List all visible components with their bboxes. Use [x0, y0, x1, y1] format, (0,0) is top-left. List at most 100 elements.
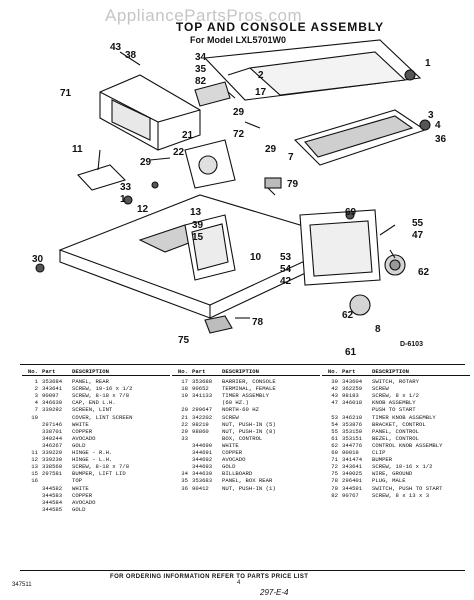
- cell-part: 341474: [342, 456, 363, 464]
- cell-desc: NUT, PUSH-IN (5): [222, 420, 276, 428]
- callout: 82: [195, 76, 207, 87]
- callout: 69: [345, 207, 357, 218]
- cell-desc: SCREW, 10-16 x 1/2: [72, 385, 133, 393]
- ordering-note: FOR ORDERING INFORMATION REFER TO PARTS …: [110, 574, 309, 580]
- cell-desc: AVOCADO: [72, 434, 96, 442]
- cell-no: 11: [31, 449, 38, 457]
- callout: 17: [255, 87, 267, 98]
- cell-part: 338701: [42, 427, 63, 435]
- cell-desc: CLIP: [372, 449, 386, 457]
- cell-part: 344691: [192, 449, 213, 457]
- header-part: Part: [342, 368, 356, 375]
- callout-group: 43 38 34 35 82 71 2 17 1 3 4 36 29 72 29…: [32, 42, 447, 358]
- cell-part: 344585: [42, 505, 63, 513]
- cell-desc: SCREW, 8-18 x 7/8: [72, 463, 130, 471]
- table-row: 42 362259 SCREW: [322, 385, 470, 392]
- cell-no: 15: [31, 470, 38, 478]
- callout: 47: [412, 230, 424, 241]
- cell-desc: COPPER: [72, 491, 93, 499]
- cell-part: [192, 435, 222, 442]
- callout: 7: [288, 152, 294, 163]
- cell-part: 362259: [342, 385, 363, 393]
- cell-no: 7: [34, 406, 38, 414]
- callout: 54: [280, 264, 292, 275]
- cell-part: 98219: [192, 420, 209, 428]
- cell-desc: NUT, PUSH-IN (8): [222, 427, 276, 435]
- cell-no: 12: [31, 456, 38, 464]
- cell-no: [172, 399, 192, 406]
- table-bottom-rule: [20, 570, 465, 571]
- cell-part: 344776: [342, 441, 363, 449]
- cell-part: 344583: [42, 491, 63, 499]
- cell-desc: SWITCH, PUSH TO START: [372, 484, 443, 492]
- callout: 35: [195, 64, 207, 75]
- header-part: Part: [42, 368, 56, 375]
- cell-no: 55: [331, 427, 338, 435]
- cell-desc: WHITE: [72, 420, 89, 428]
- callout: 29: [233, 107, 245, 118]
- cell-desc: SCREW: [372, 385, 389, 393]
- cell-no: 82: [331, 491, 338, 499]
- callout: 53: [280, 252, 292, 263]
- table-header: No. Part DESCRIPTION: [22, 368, 170, 377]
- cell-part: 343604: [342, 378, 363, 386]
- document-number: 347511: [12, 582, 32, 588]
- callout: 34: [195, 52, 207, 63]
- cell-desc: GOLD: [72, 505, 86, 513]
- cell-no: 72: [331, 463, 338, 471]
- cell-part: 299647: [192, 406, 213, 414]
- cell-part: 344582: [42, 484, 63, 492]
- cell-part: 297581: [42, 470, 63, 478]
- cell-part: 353876: [342, 420, 363, 428]
- callout: 29: [140, 157, 152, 168]
- callout: 38: [125, 50, 137, 61]
- cell-desc: GOLD: [222, 463, 236, 471]
- callout: 22: [173, 147, 185, 158]
- table-row: PUSH TO START: [322, 406, 470, 413]
- cell-part: 353683: [192, 477, 213, 485]
- cell-desc: WHITE: [222, 441, 239, 449]
- cell-desc: SCREW, 8 x 1/2: [372, 392, 419, 400]
- cell-part: 341133: [192, 392, 213, 400]
- cell-no: 13: [31, 463, 38, 471]
- cell-desc: WIRE, GROUND: [372, 470, 413, 478]
- cell-no: 42: [331, 385, 338, 393]
- callout: 33: [120, 182, 132, 193]
- cell-no: 17: [181, 378, 188, 386]
- callout: 75: [178, 335, 190, 346]
- cell-desc: CONTROL KNOB ASSEMBLY: [372, 441, 443, 449]
- cell-no: 1: [34, 378, 38, 386]
- cell-no: 33: [181, 434, 188, 442]
- callout: 43: [110, 42, 122, 53]
- cell-no: 75: [331, 470, 338, 478]
- callout: 2: [258, 70, 264, 81]
- cell-no: 36: [181, 484, 188, 492]
- cell-part: 344690: [192, 441, 213, 449]
- page-number: 4: [237, 580, 241, 586]
- cell-part: [42, 477, 72, 484]
- cell-part: 339230: [42, 456, 63, 464]
- cell-no: 3: [34, 392, 38, 400]
